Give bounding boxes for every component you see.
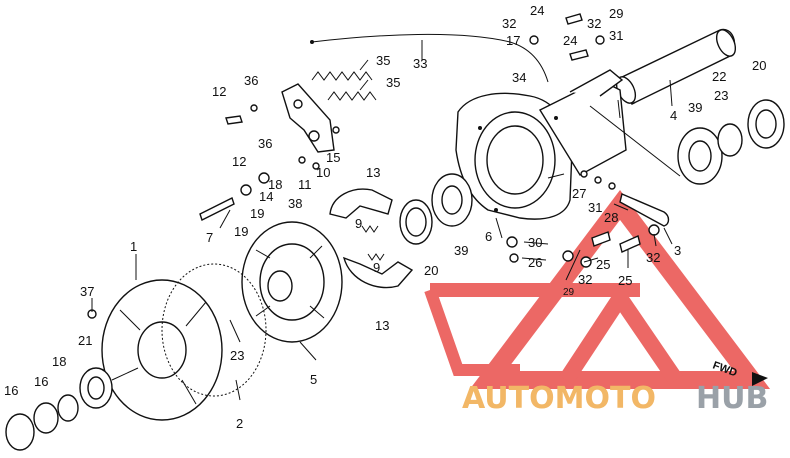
callout-33: 33 xyxy=(413,56,427,71)
callout-38: 38 xyxy=(288,196,302,211)
callout-6: 6 xyxy=(485,229,492,244)
part-gasket xyxy=(161,263,267,397)
callout-labels: 24 32 32 29 17 24 31 33 35 35 34 12 36 1… xyxy=(4,3,766,431)
callout-19: 19 xyxy=(234,224,248,239)
callout-39: 39 xyxy=(454,243,468,258)
callout-34: 34 xyxy=(512,70,526,85)
callout-20: 20 xyxy=(752,58,766,73)
part-bearing-right xyxy=(677,99,785,185)
part-bearing-left xyxy=(5,367,113,451)
callout-32: 32 xyxy=(646,250,660,265)
callout-32: 32 xyxy=(578,272,592,287)
callout-2: 2 xyxy=(236,416,243,431)
callout-16: 16 xyxy=(4,383,18,398)
callout-35: 35 xyxy=(386,75,400,90)
part-cover xyxy=(101,279,223,421)
callout-10: 10 xyxy=(316,165,330,180)
callout-14: 14 xyxy=(259,189,273,204)
callout-3: 3 xyxy=(674,243,681,258)
callout-23: 23 xyxy=(714,88,728,103)
part-cable xyxy=(310,33,549,83)
callout-35: 35 xyxy=(376,53,390,68)
callout-17: 17 xyxy=(506,33,520,48)
watermark-text: AUTOMOTO HUB xyxy=(462,381,768,416)
callout-19: 19 xyxy=(250,206,264,221)
callout-12: 12 xyxy=(212,84,226,99)
part-bearing-center xyxy=(399,173,473,245)
callout-11: 11 xyxy=(298,177,312,192)
callout-24: 24 xyxy=(530,3,544,18)
part-bolts xyxy=(87,13,660,319)
callout-23: 23 xyxy=(230,348,244,363)
callout-13: 13 xyxy=(366,165,380,180)
callout-30: 30 xyxy=(528,235,542,250)
part-linkage-plate xyxy=(281,83,335,153)
callout-20: 20 xyxy=(424,263,438,278)
callout-32: 32 xyxy=(502,16,516,31)
callout-28: 28 xyxy=(604,210,618,225)
callout-15: 15 xyxy=(326,150,340,165)
part-back-plate xyxy=(455,69,627,220)
watermark-part2: HUB xyxy=(696,381,768,416)
callout-7: 7 xyxy=(206,230,213,245)
watermark-logo xyxy=(424,190,771,389)
callout-37: 37 xyxy=(80,284,94,299)
callout-16: 16 xyxy=(34,374,48,389)
callout-31: 31 xyxy=(588,200,602,215)
callout-25: 25 xyxy=(596,257,610,272)
callout-5: 5 xyxy=(310,372,317,387)
callout-9: 9 xyxy=(355,216,362,231)
callout-29: 29 xyxy=(563,287,575,298)
watermark-part1: AUTOMOTO xyxy=(462,381,656,416)
callout-18: 18 xyxy=(52,354,66,369)
callout-4: 4 xyxy=(670,108,677,123)
part-drum xyxy=(241,221,343,343)
callout-18: 18 xyxy=(268,177,282,192)
callout-12: 12 xyxy=(232,154,246,169)
callout-29: 29 xyxy=(609,6,623,21)
callout-39: 39 xyxy=(688,100,702,115)
callout-22: 22 xyxy=(712,69,726,84)
part-lever xyxy=(619,193,670,227)
callout-13: 13 xyxy=(375,318,389,333)
callout-9: 9 xyxy=(373,260,380,275)
part-brake-shoes xyxy=(329,188,414,289)
callout-36: 36 xyxy=(258,136,272,151)
part-springs xyxy=(311,71,377,101)
callout-27: 27 xyxy=(572,186,586,201)
callout-36: 36 xyxy=(244,73,258,88)
leader-lines xyxy=(91,40,681,401)
callout-24: 24 xyxy=(563,33,577,48)
callout-1: 1 xyxy=(130,239,137,254)
callout-26: 26 xyxy=(528,255,542,270)
callout-21: 21 xyxy=(78,333,92,348)
callout-31: 31 xyxy=(609,28,623,43)
callout-32: 32 xyxy=(587,16,601,31)
callout-25: 25 xyxy=(618,273,632,288)
